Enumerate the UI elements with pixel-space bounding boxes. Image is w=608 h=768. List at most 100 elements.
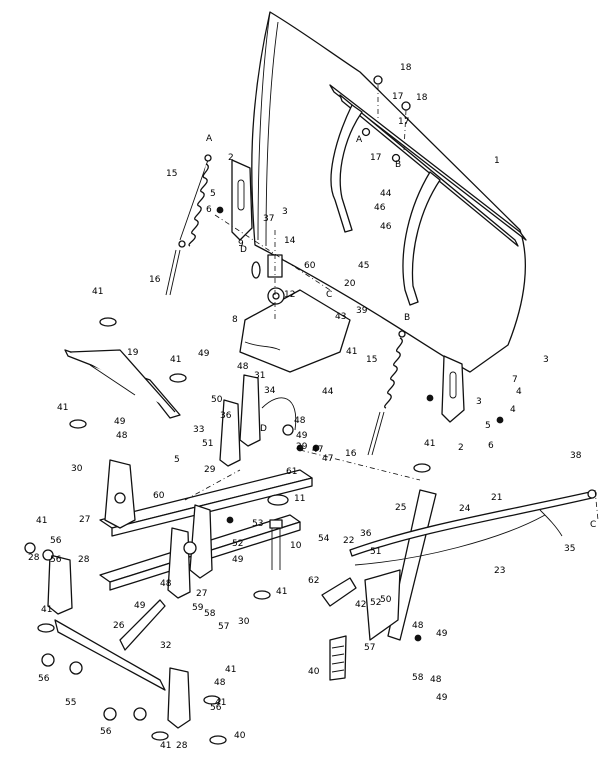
callout-label-12: 12 [284,290,295,300]
callout-label-48-1: 48 [237,362,249,372]
callout-label-c-1: C [590,520,596,530]
callout-label-48-2: 48 [294,416,306,426]
callout-label-57-1: 57 [364,643,375,653]
callout-label-14: 14 [284,236,296,246]
callout-label-10: 10 [290,541,302,551]
callout-label-4-1: 4 [516,387,522,397]
callout-label-46-1: 46 [380,222,392,232]
callout-label-36-1: 36 [360,529,372,539]
callout-label-9: 9 [238,239,244,249]
callout-label-49-1: 49 [114,417,126,427]
callout-label-31: 31 [254,371,265,381]
callout-label-41-2: 41 [57,403,68,413]
callout-label-d: D [240,245,247,255]
callout-label-18-1: 18 [416,93,428,103]
hinge-bracket-left [231,159,253,241]
assembly-centerlines [184,214,599,521]
callout-label-36: 36 [220,411,232,421]
callout-label-17-1: 17 [398,117,409,127]
spring-right [367,330,406,456]
callout-label-b: B [404,313,410,323]
callout-label-6: 6 [206,205,212,215]
callout-label-51-1: 51 [370,547,381,557]
callout-label-5-1: 5 [210,189,216,199]
callout-label-45: 45 [358,261,369,271]
callout-label-52-1: 52 [370,598,381,608]
callout-label-3-1: 3 [543,355,549,365]
callout-label-c: C [326,290,332,300]
callout-label-43: 43 [335,312,346,322]
callout-label-41-6: 41 [215,698,226,708]
spring-left [165,154,212,296]
callout-label-2-1: 2 [458,443,464,453]
callout-label-50: 50 [211,395,223,405]
callout-label-41-7: 41 [160,741,171,751]
blade-rib-left [330,104,363,233]
callout-label-49-4: 49 [232,555,244,565]
callout-label-29-1: 29 [296,442,308,452]
callout-label-17: 17 [392,92,403,102]
callout-label-57: 57 [218,622,229,632]
callout-label-41-8: 41 [424,439,435,449]
callout-label-23: 23 [494,566,505,576]
callout-label-41-3: 41 [36,516,47,526]
callout-label-55: 55 [65,698,76,708]
callout-label-30: 30 [71,464,83,474]
callout-label-44: 44 [380,189,392,199]
stand-bracket [64,349,181,419]
callout-label-4: 4 [510,405,516,415]
lift-lever [349,489,597,641]
callout-label-38: 38 [570,451,582,461]
callout-label-56-3: 56 [210,703,222,713]
callout-label-51: 51 [202,439,213,449]
pivot-mount-plate [239,230,351,373]
callout-label-44-1: 44 [322,387,334,397]
callout-label-58-1: 58 [412,673,424,683]
callout-label-49: 49 [198,349,210,359]
callout-label-47: 47 [322,454,333,464]
callout-label-59: 59 [192,603,204,613]
callout-label-52: 52 [232,539,243,549]
callout-label-26: 26 [113,621,125,631]
callout-label-60: 60 [153,491,165,501]
callout-label-41-5: 41 [225,665,236,675]
callout-label-b-1: B [395,160,401,170]
callout-label-1: 1 [494,156,500,166]
plow-blade [251,11,527,373]
callout-label-2: 2 [228,153,234,163]
callout-label-d-1: D [260,424,267,434]
callout-label-3: 3 [282,207,288,217]
callout-label-39: 39 [356,306,368,316]
callout-label-61: 61 [286,467,297,477]
callout-label-46: 46 [374,203,386,213]
callout-label-27-1: 27 [196,589,207,599]
callout-labels: 1223334455566789101112141515161617171718… [28,63,596,751]
callout-label-53: 53 [252,519,263,529]
callout-label-28: 28 [78,555,90,565]
callout-label-27: 27 [79,515,90,525]
callout-label-37: 37 [263,214,274,224]
callout-label-22: 22 [343,536,354,546]
callout-label-6-1: 6 [488,441,494,451]
callout-label-54: 54 [318,534,330,544]
main-frame [99,459,313,599]
callout-label-40-1: 40 [234,731,246,741]
callout-label-49-5: 49 [436,629,448,639]
pivot-bolt [267,494,289,570]
callout-label-21: 21 [491,493,502,503]
callout-label-41-4: 41 [41,605,52,615]
handle-grips [321,577,357,681]
callout-label-17-2: 17 [370,153,381,163]
blade-top-hardware [361,75,411,163]
callout-label-16: 16 [149,275,161,285]
callout-label-56-1: 56 [38,674,50,684]
hardware-pins [37,206,504,745]
callout-label-56-4: 56 [50,555,62,565]
callout-label-48-6: 48 [214,678,226,688]
callout-label-15: 15 [166,169,177,179]
callout-label-58: 58 [204,609,216,619]
callout-label-49-3: 49 [134,601,146,611]
callout-label-5-2: 5 [485,421,491,431]
callout-label-42: 42 [355,600,366,610]
